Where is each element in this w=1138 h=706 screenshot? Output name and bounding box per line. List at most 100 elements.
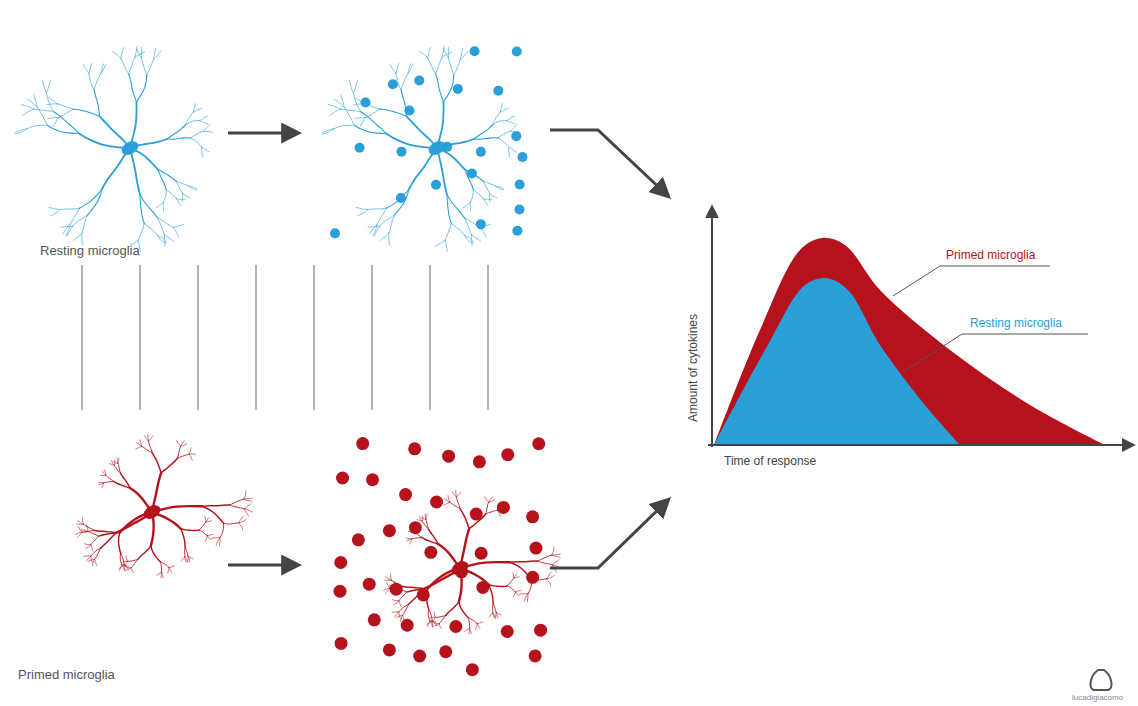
process	[425, 514, 427, 519]
process	[51, 210, 61, 216]
cytokine-dot	[424, 546, 437, 559]
process	[419, 51, 428, 58]
process	[538, 555, 552, 561]
process	[161, 458, 177, 473]
process	[244, 499, 252, 501]
process	[547, 575, 554, 579]
axis-label: Amount of cytokines	[687, 314, 701, 422]
process	[513, 573, 514, 578]
process	[80, 188, 103, 208]
process	[148, 436, 152, 441]
cytokine-dot	[526, 571, 539, 584]
process	[456, 492, 460, 497]
process	[48, 117, 58, 119]
process	[515, 592, 519, 596]
process	[493, 613, 496, 618]
process	[485, 497, 489, 502]
process	[54, 112, 79, 134]
process	[95, 559, 97, 565]
process	[394, 601, 399, 605]
process	[202, 505, 230, 506]
process	[165, 235, 174, 242]
process	[428, 47, 431, 58]
process	[191, 131, 204, 138]
cytokine-dot	[352, 533, 365, 546]
cytokine-dot	[383, 643, 396, 656]
process	[514, 577, 519, 578]
process	[469, 514, 485, 529]
process	[498, 131, 511, 138]
process	[79, 133, 130, 148]
process	[118, 463, 121, 473]
process	[468, 628, 470, 634]
process	[158, 218, 165, 235]
process	[118, 458, 119, 463]
process	[82, 529, 88, 531]
process	[46, 104, 56, 105]
process	[91, 556, 93, 563]
process	[207, 534, 212, 536]
process	[442, 52, 452, 57]
process	[136, 446, 142, 449]
process	[341, 95, 345, 107]
process	[508, 147, 510, 156]
process	[446, 602, 459, 615]
process	[200, 121, 208, 124]
resting-curve	[714, 278, 960, 445]
process	[386, 133, 437, 148]
process	[489, 499, 495, 502]
process	[407, 588, 428, 592]
process	[489, 193, 490, 201]
process	[515, 590, 520, 592]
process	[408, 65, 413, 74]
process	[75, 532, 81, 534]
process	[185, 547, 188, 557]
process	[510, 561, 538, 562]
cytokine-dot	[366, 473, 379, 486]
process	[340, 109, 361, 112]
process	[489, 585, 493, 603]
process	[360, 118, 365, 127]
cytokine-dot	[493, 86, 503, 96]
process	[500, 103, 502, 112]
process	[477, 624, 480, 629]
process	[135, 46, 137, 57]
cell-body	[449, 558, 471, 577]
process	[524, 594, 528, 602]
process	[94, 89, 99, 116]
process	[86, 545, 91, 549]
process	[322, 129, 334, 133]
watermark: lucadigiacomo	[1072, 693, 1123, 702]
cytokine-dot	[529, 542, 542, 555]
process	[173, 224, 184, 227]
process	[82, 517, 84, 524]
process	[427, 588, 429, 609]
process	[135, 52, 145, 57]
process	[486, 502, 489, 514]
process	[402, 586, 424, 588]
separator-line	[314, 265, 315, 410]
cell-body	[119, 138, 141, 157]
cytokine-dot	[526, 510, 539, 523]
process	[507, 121, 515, 124]
process	[553, 560, 560, 565]
process	[84, 544, 90, 545]
microglia-cell	[322, 46, 520, 251]
process	[445, 241, 447, 252]
separator-line	[140, 265, 141, 410]
cytokine-dot	[430, 496, 443, 509]
microglia-cell	[75, 434, 252, 578]
microglia-cell	[15, 46, 213, 251]
flow-arrow	[550, 130, 668, 196]
cytokine-dot	[408, 442, 421, 455]
process	[188, 556, 189, 561]
process	[444, 75, 454, 102]
cytokine-dot	[383, 524, 396, 537]
process	[202, 506, 224, 523]
cytokine-dot	[514, 205, 524, 215]
leader-line	[903, 334, 1088, 372]
process	[401, 74, 408, 90]
process	[157, 572, 162, 575]
process	[49, 97, 57, 103]
